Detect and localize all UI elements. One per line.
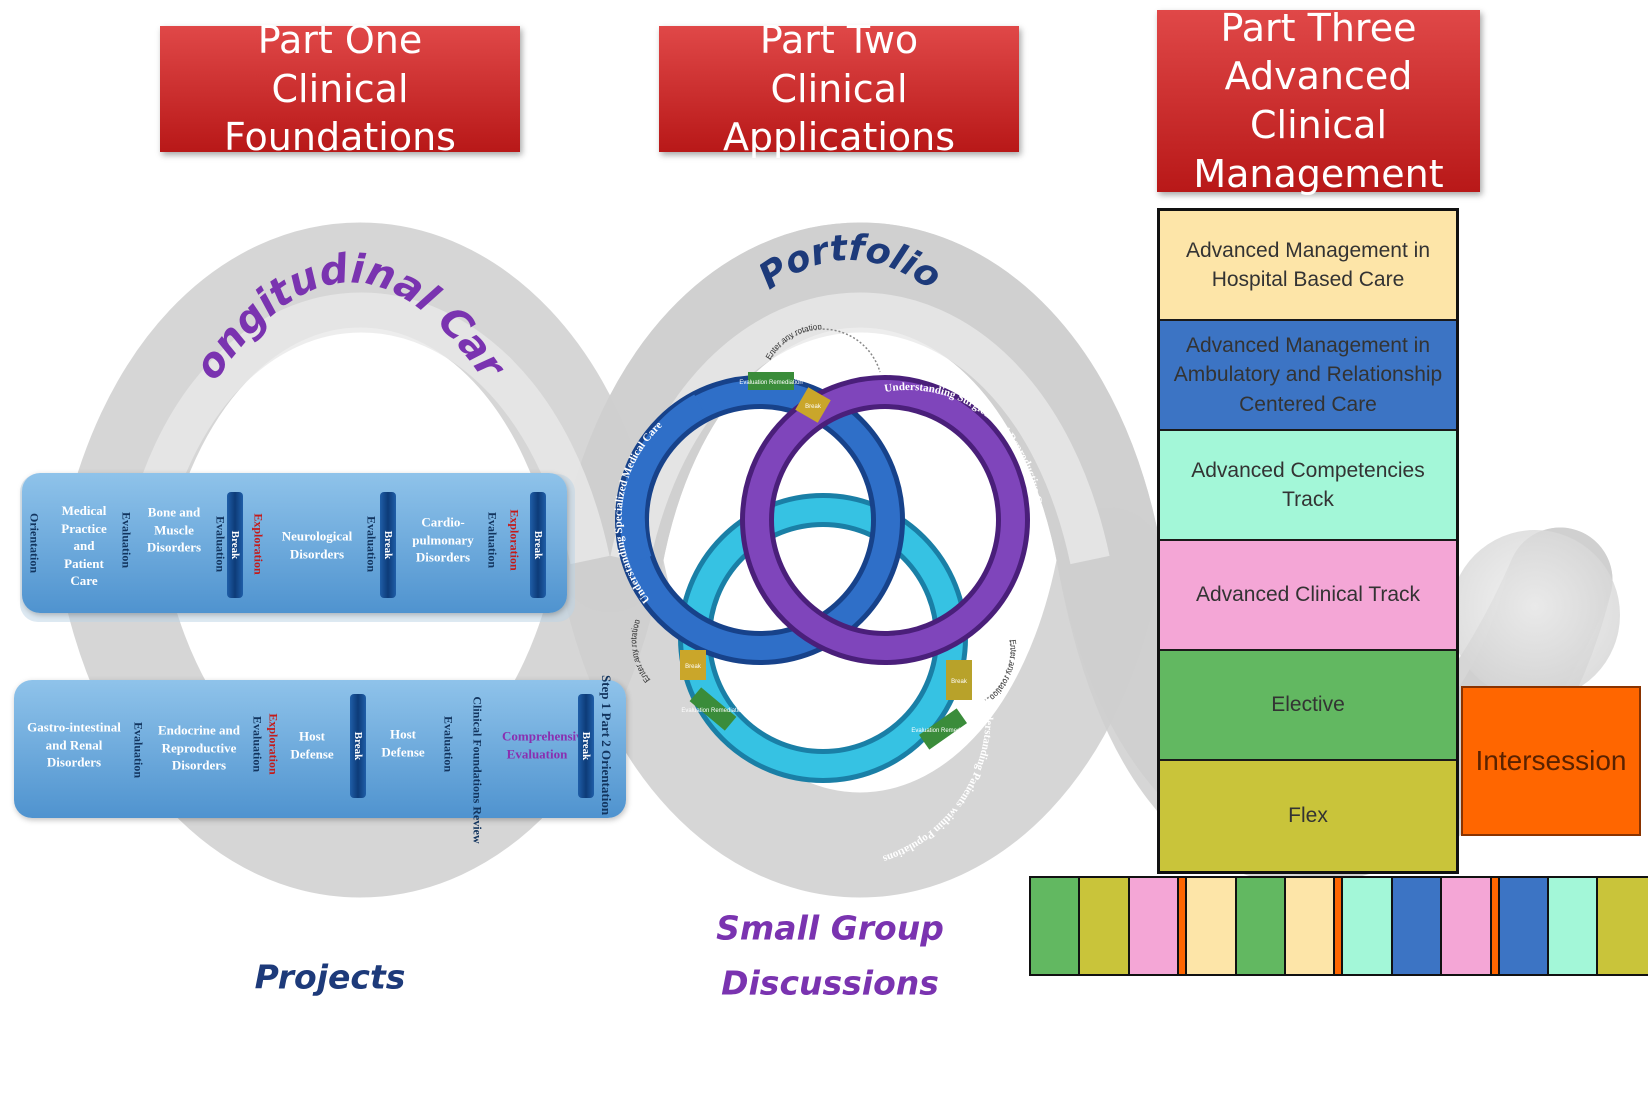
- header-part-two-line1: Part Two: [759, 18, 919, 63]
- longitudinal-care-label: Longitudinal Care: [180, 200, 515, 389]
- svg-text:Portfolio: Portfolio: [760, 228, 940, 298]
- band-label-6: Evaluation Remediation: [681, 708, 744, 714]
- block-advanced-competencies: Advanced Competencies Track: [1160, 431, 1456, 541]
- strip1-exploration-1: Exploration: [251, 513, 266, 575]
- strip2-exploration: Exploration: [266, 713, 281, 775]
- strip1-break-3: Break: [530, 492, 546, 598]
- strip1-break-1: Break: [227, 492, 243, 598]
- strip2-break-2: Break: [578, 694, 594, 798]
- schedule-bar-segment: [1598, 878, 1648, 974]
- strip2-break-1: Break: [350, 694, 366, 798]
- strip1-exploration-2: Exploration: [507, 509, 522, 571]
- block-hospital-based-care: Advanced Management in Hospital Based Ca…: [1160, 211, 1456, 321]
- projects-label: Projects: [254, 957, 406, 997]
- side-cylinder: [1450, 530, 1620, 700]
- strip1-orientation: Orientation: [27, 513, 42, 573]
- strip1-evaluation-1: Evaluation: [119, 511, 134, 569]
- strip2-module-host-defense-2: Host Defense: [381, 726, 425, 759]
- schedule-bar-segment: [1129, 878, 1180, 974]
- svg-text:Longitudinal Care: Longitudinal Care: [180, 200, 515, 389]
- schedule-bar-segment: [1343, 878, 1393, 974]
- small-group-label-1: Small Group: [716, 908, 944, 948]
- strip2-module-host-defense-1: Host Defense: [290, 728, 334, 761]
- strip1-break-2: Break: [380, 492, 396, 598]
- strip-part-two: [14, 680, 626, 818]
- schedule-bar-segment: [1335, 878, 1344, 974]
- strip2-break-2-label: Break: [580, 731, 592, 761]
- schedule-bar-segment: [1236, 878, 1287, 974]
- band-label-5: Break: [685, 664, 702, 670]
- header-part-three-line1: Part Three: [1220, 5, 1417, 50]
- portfolio-label: Portfolio: [760, 228, 940, 298]
- portfolio-text: Portfolio: [760, 228, 940, 298]
- strip1-evaluation-2: Evaluation: [213, 515, 228, 573]
- band-label-2: Break: [805, 404, 822, 410]
- strip1-break-3-label: Break: [532, 530, 544, 560]
- strip2-comprehensive-evaluation: Comprehensive Evaluation: [502, 728, 589, 761]
- header-part-two-line2: Clinical Applications: [722, 66, 956, 160]
- block-elective: Elective: [1160, 651, 1456, 761]
- header-part-one: Part One Clinical Foundations: [160, 18, 520, 159]
- strip1-evaluation-4: Evaluation: [485, 511, 500, 569]
- strip1-evaluation-3: Evaluation: [364, 515, 379, 573]
- small-group-label-2: Discussions: [721, 963, 939, 1003]
- strip1-break-1-label: Break: [229, 530, 241, 560]
- ring-bands: Evaluation Remediation Break Break Evalu…: [680, 372, 975, 750]
- strip2-evaluation-2: Evaluation: [250, 715, 265, 773]
- schedule-bar-segment: [1499, 878, 1550, 974]
- strip2-module-endocrine: Endocrine and Reproductive Disorders: [158, 722, 240, 773]
- strip2-break-1-label: Break: [352, 731, 364, 761]
- strip2-cf-review: Clinical Foundations Review: [470, 696, 485, 844]
- strip1-module-medical-practice: Medical Practice and Patient Care: [61, 503, 107, 589]
- schedule-bar-segment: [1187, 878, 1237, 974]
- schedule-bar-segment: [1442, 878, 1492, 974]
- strip1-break-2-label: Break: [382, 530, 394, 560]
- strip2-module-gastro: Gastro-intestinal and Renal Disorders: [27, 719, 121, 770]
- schedule-bar-segment: [1491, 878, 1500, 974]
- ring-overlap-blue: [620, 394, 706, 564]
- header-part-three: Part Three Advanced Clinical Management: [1157, 6, 1480, 196]
- strip1-module-cardio: Cardio-pulmonary Disorders: [412, 514, 474, 565]
- band-label-3: Break: [951, 679, 968, 685]
- strip-part-one: [22, 473, 567, 613]
- block-ambulatory-care: Advanced Management in Ambulatory and Re…: [1160, 321, 1456, 431]
- schedule-bar-segment: [1179, 878, 1188, 974]
- longitudinal-care-text: Longitudinal Care: [180, 200, 515, 389]
- header-part-one-line1: Part One: [257, 18, 423, 63]
- schedule-bar-segment: [1286, 878, 1336, 974]
- schedule-bar-segment: [1080, 878, 1130, 974]
- schedule-bar-segment: [1392, 878, 1443, 974]
- header-part-three-line2: Advanced Clinical: [1224, 54, 1413, 147]
- block-advanced-clinical-track: Advanced Clinical Track: [1160, 541, 1456, 651]
- intersession-block: Intersession: [1461, 686, 1641, 836]
- part-three-stack: Advanced Management in Hospital Based Ca…: [1157, 208, 1459, 874]
- block-flex: Flex: [1160, 761, 1456, 871]
- strip1-module-neurological: Neurological Disorders: [281, 528, 353, 561]
- strip2-evaluation-3: Evaluation: [441, 715, 456, 773]
- strip1-module-bone-muscle: Bone and Muscle Disorders: [146, 504, 202, 555]
- band-label-4: Evaluation Remediation: [911, 728, 974, 734]
- strip2-step1-orientation: Step 1 Part 2 Orientation: [599, 674, 614, 816]
- header-part-three-line3: Management: [1193, 151, 1444, 196]
- header-part-one-line2: Clinical Foundations: [224, 66, 456, 160]
- band-label-1: Evaluation Remediation: [739, 380, 802, 386]
- ring-purple: [740, 375, 1030, 665]
- header-part-two: Part Two Clinical Applications: [659, 18, 1019, 159]
- schedule-bar-segment: [1549, 878, 1599, 974]
- schedule-bar-segment: [1031, 878, 1081, 974]
- schedule-bar: [1029, 876, 1648, 976]
- strip2-evaluation-1: Evaluation: [131, 721, 146, 779]
